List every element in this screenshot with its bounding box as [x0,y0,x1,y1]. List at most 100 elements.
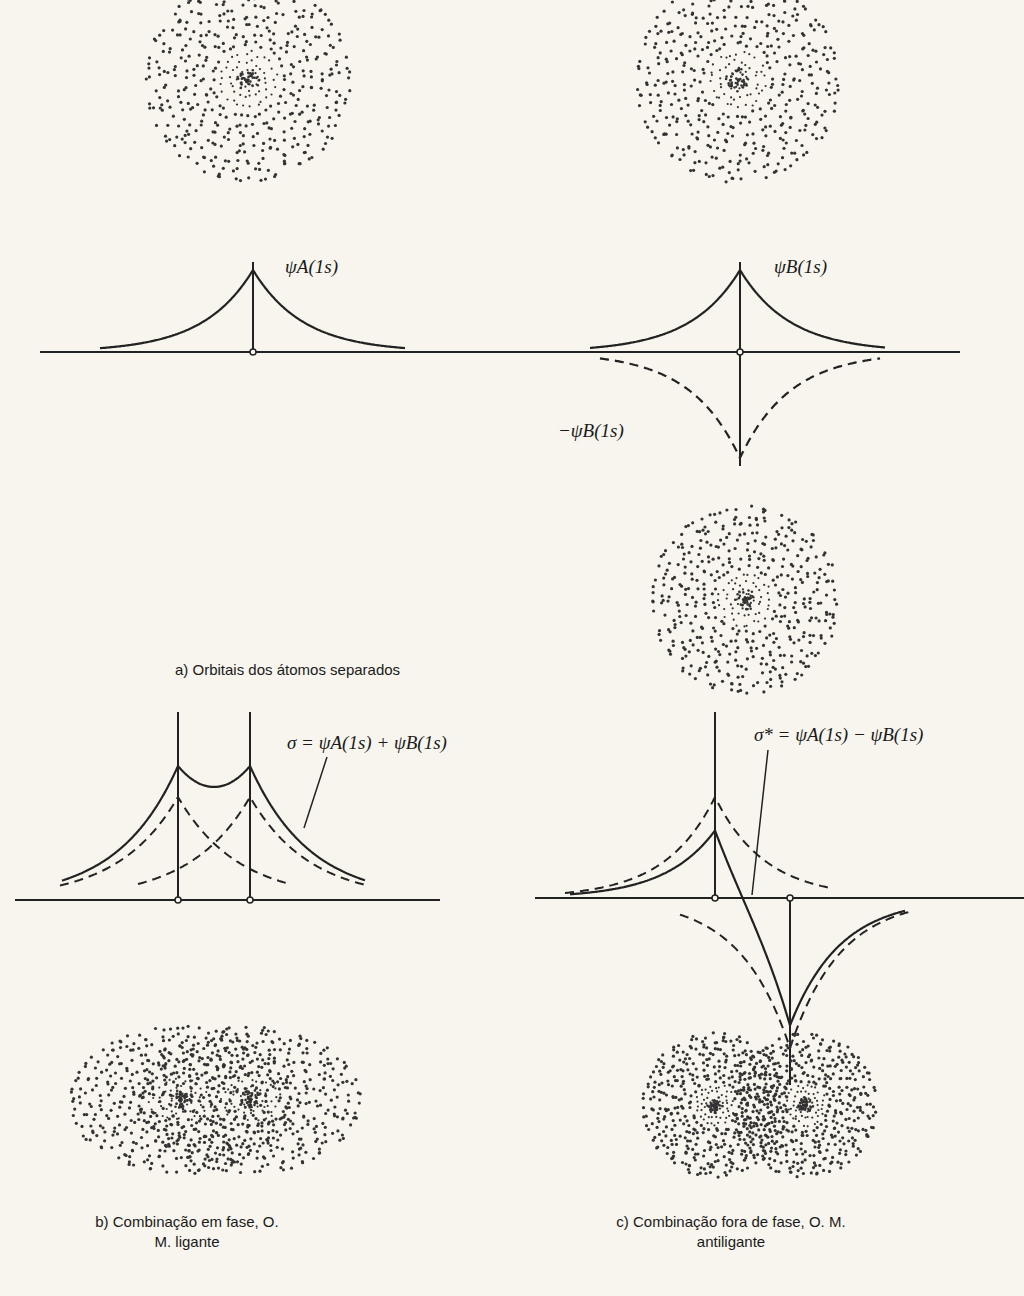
density-dot [742,79,745,82]
density-dot [158,1050,161,1053]
density-dot [258,113,261,116]
density-dot [130,1119,133,1122]
density-dot [207,100,210,103]
density-dot [283,130,286,133]
density-dot [303,135,306,138]
density-dot [649,93,652,96]
density-dot [808,42,811,45]
density-dot [235,1070,238,1073]
density-dot [148,56,151,59]
density-dot [212,69,215,72]
density-dot [747,161,750,164]
density-dot [190,1090,192,1092]
density-dot [670,154,673,157]
density-dot [664,572,667,575]
density-dot [704,532,707,535]
density-dot [140,1054,143,1057]
density-dot [746,574,748,576]
density-dot [717,117,720,120]
density-dot [778,603,781,606]
density-dot [215,1095,218,1098]
density-dot [158,96,161,99]
density-dot [690,572,693,575]
density-dot [252,85,254,87]
density-dot [256,56,258,58]
density-dot [145,1044,148,1047]
density-dot [777,20,780,23]
density-dot [101,1126,104,1129]
density-dot [164,135,167,138]
density-dot [673,40,676,43]
density-dot [162,1028,165,1031]
density-dot [730,96,732,98]
density-dot [746,603,749,606]
density-dot [772,4,775,7]
density-dot [765,85,767,87]
density-dot [749,605,752,608]
density-dot [750,646,753,649]
density-dot [696,137,699,140]
density-dot [767,152,770,155]
density-dot [813,28,816,31]
density-dot [193,93,196,96]
density-dot [792,34,795,37]
density-dot [818,619,821,622]
density-dot [739,591,741,593]
density-dot [735,70,737,72]
density-dot [306,105,309,108]
density-dot [105,1069,108,1072]
density-dot [285,44,288,47]
density-dot [659,104,662,107]
density-dot [733,619,735,621]
density-dot [786,548,789,551]
density-dot [119,1046,122,1049]
density-dot [231,56,233,58]
density-dot [112,1049,115,1052]
density-dot [715,28,718,31]
density-dot [234,113,237,116]
density-dot [712,601,715,604]
density-dot [737,106,739,108]
density-dot [335,63,338,66]
density-dot [656,16,659,19]
density-dot [232,85,234,87]
density-dot [228,128,231,131]
density-dot [284,101,287,104]
density-dot [184,27,187,30]
density-dot [705,173,708,176]
density-dot [162,29,165,32]
density-dot [761,128,764,131]
density-dot [782,147,785,150]
density-dot [126,1034,129,1037]
density-dot [728,582,730,584]
density-dot [799,578,802,581]
density-dot [720,56,722,58]
dashed-wavefunction [138,797,365,885]
density-dot [317,122,320,125]
density-dot [758,92,760,94]
density-dot [176,1027,179,1030]
density-dot [673,619,676,622]
density-dot [172,1035,175,1038]
density-dot [276,73,278,75]
density-dot [240,113,243,116]
density-dot [833,91,836,94]
density-dot [264,77,266,79]
density-dot [264,1100,267,1103]
density-dot [102,1048,105,1051]
density-dot [235,177,238,180]
density-dot [264,108,267,111]
density-dot [261,1081,264,1084]
density-dot [755,100,757,102]
density-dot [111,1134,114,1137]
density-dot [726,571,729,574]
density-dot [225,1141,228,1144]
density-dot [759,552,762,555]
density-dot [189,0,192,2]
density-dot [718,511,721,514]
density-dot [148,107,151,110]
density-dot [700,517,703,520]
density-dot [745,638,748,641]
density-dot [200,1104,202,1106]
